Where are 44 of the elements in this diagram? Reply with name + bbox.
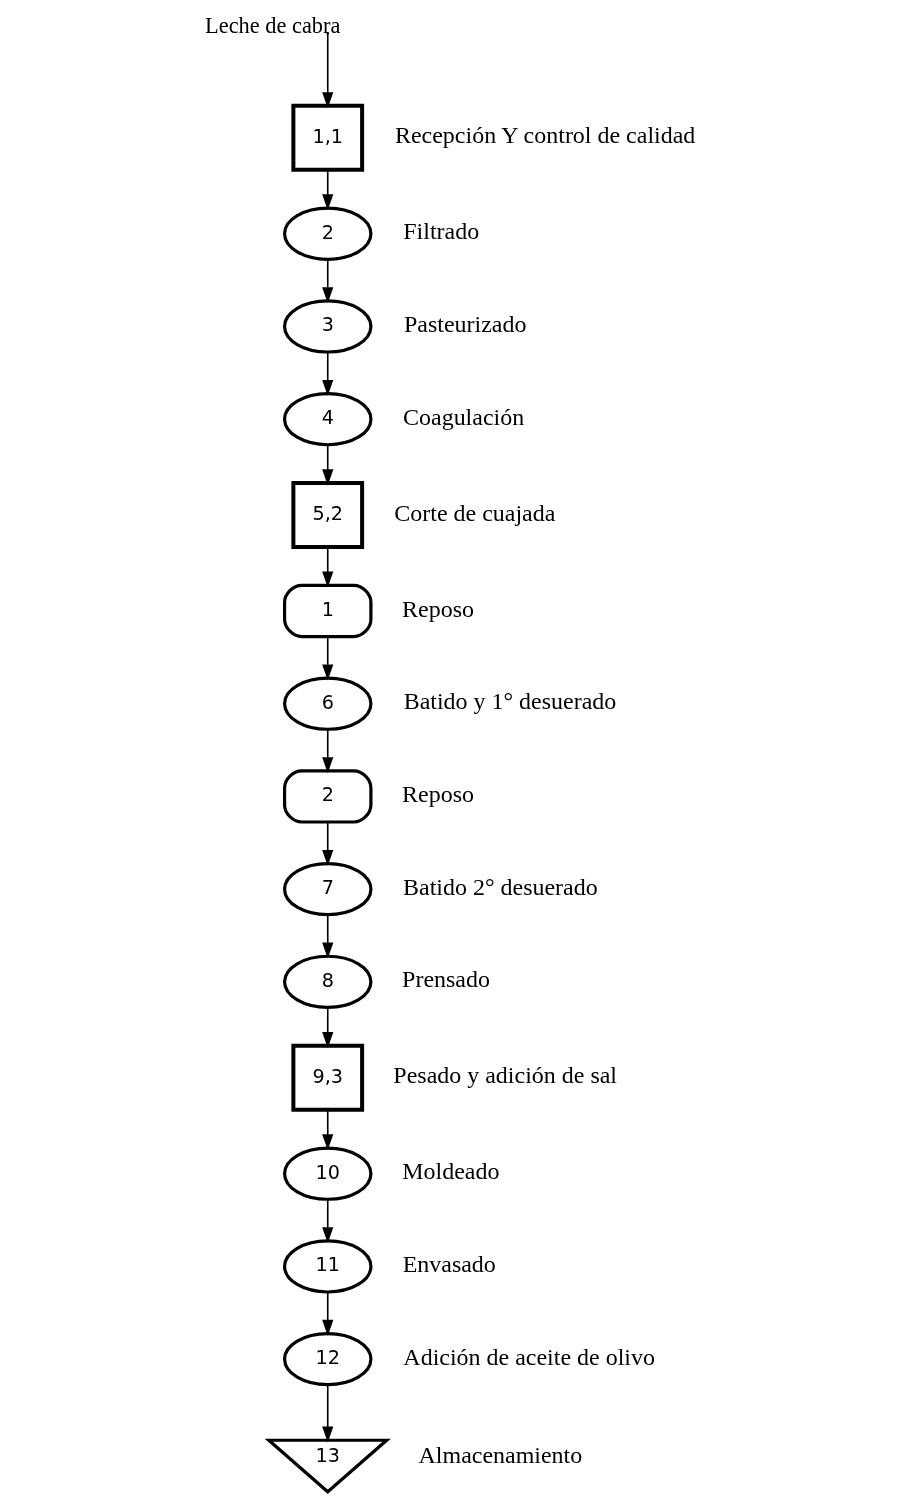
node-ellipse: 6	[282, 676, 373, 731]
node-ellipse: 12	[282, 1331, 373, 1387]
node-label: Batido y 1° desuerado	[403, 688, 617, 715]
arrow	[322, 1291, 334, 1336]
arrow	[322, 546, 334, 588]
arrow	[322, 821, 334, 866]
edge-label: Leche de cabra	[205, 13, 341, 39]
node-box: 1	[282, 583, 373, 639]
node-ellipse: 10	[282, 1146, 373, 1201]
arrow	[322, 1383, 334, 1443]
node-label: Pasteurizado	[403, 311, 527, 338]
node-label: Batido 2° desuerado	[403, 873, 598, 900]
node-label: Reposo	[402, 781, 474, 808]
arrow	[322, 258, 334, 304]
node-label: Recepción Y control de calidad	[394, 122, 696, 149]
node-ellipse: 2	[282, 206, 373, 261]
node-label: Envasado	[402, 1250, 496, 1277]
node-box: 5,2	[291, 481, 365, 550]
node-ellipse: 11	[282, 1239, 373, 1294]
node-box: 2	[282, 769, 373, 824]
node-label: Reposo	[402, 595, 474, 622]
node-label: Corte de cuajada	[394, 499, 556, 526]
arrow	[322, 351, 334, 396]
node-ellipse: 8	[282, 954, 373, 1010]
arrow	[322, 635, 334, 681]
node-label: Moldeado	[402, 1158, 500, 1185]
arrow	[322, 1007, 334, 1049]
arrow	[322, 728, 334, 774]
node-box: 1,1	[291, 103, 365, 172]
arrow	[322, 1198, 334, 1244]
node-label: Almacenamiento	[418, 1442, 583, 1469]
arrow	[322, 913, 334, 959]
arrow	[322, 444, 334, 486]
node-label: Pesado y adición de sal	[393, 1062, 618, 1089]
node-ellipse: 4	[282, 391, 373, 447]
arrow	[322, 169, 334, 211]
node-label: Filtrado	[403, 218, 480, 245]
node-ellipse: 7	[282, 861, 373, 917]
node-label: Prensado	[402, 966, 490, 993]
node-box: 9,3	[291, 1043, 365, 1112]
node-ellipse: 3	[282, 299, 373, 354]
node-label: Adición de aceite de olivo	[403, 1343, 655, 1370]
arrow	[322, 1109, 334, 1151]
node-label: Coagulación	[403, 403, 525, 430]
